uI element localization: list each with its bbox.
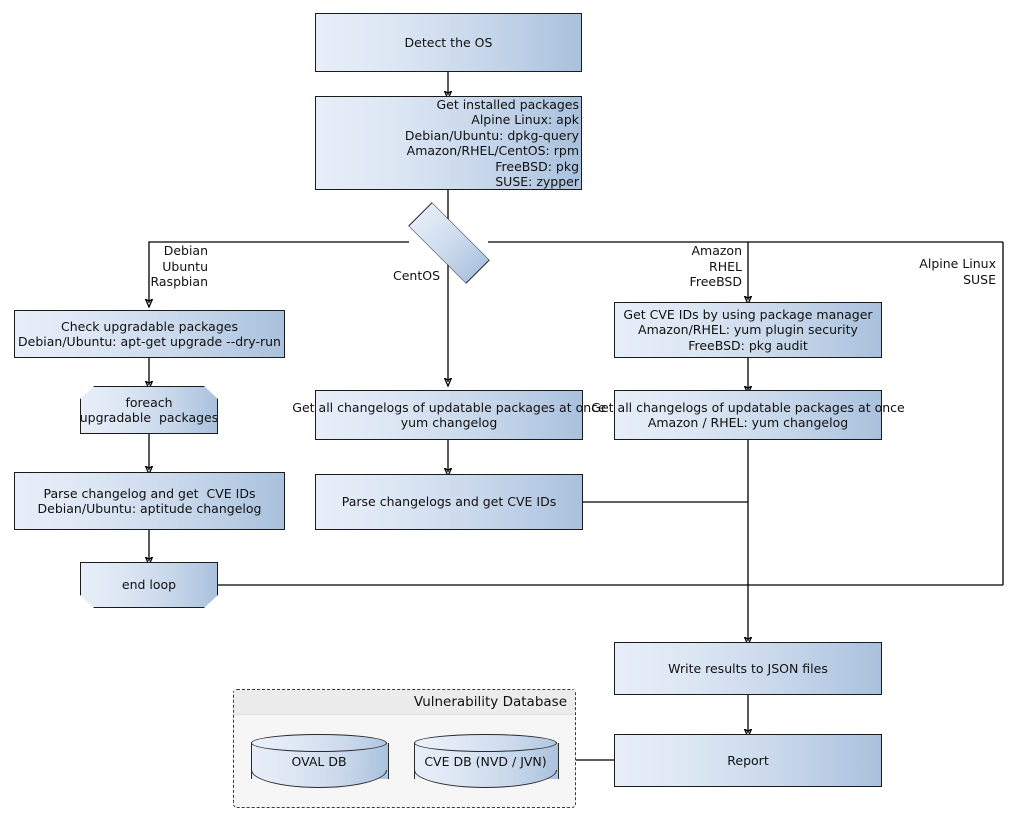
node-foreach-loop[interactable]: foreach upgradable packages bbox=[80, 386, 218, 434]
branch-label-centos: CentOS bbox=[392, 268, 440, 283]
node-parse-changelog-debian[interactable]: Parse changelog and get CVE IDs Debian/U… bbox=[14, 472, 285, 530]
node-changelogs-amazon-label: Get all changelogs of updatable packages… bbox=[591, 399, 905, 431]
node-detect-os[interactable]: Detect the OS bbox=[315, 13, 582, 72]
node-detect-os-label: Detect the OS bbox=[404, 34, 493, 50]
node-report[interactable]: Report bbox=[614, 734, 882, 787]
node-changelogs-centos-label: Get all changelogs of updatable packages… bbox=[292, 399, 606, 431]
branch-label-amazon: Amazon RHEL FreeBSD bbox=[689, 243, 742, 289]
oval-db-top bbox=[251, 734, 387, 752]
node-get-installed-packages[interactable]: Get installed packages Alpine Linux: apk… bbox=[315, 96, 582, 190]
node-parse-changelogs-centos[interactable]: Parse changelogs and get CVE IDs bbox=[315, 474, 583, 530]
database-oval-db[interactable]: OVAL DB bbox=[251, 734, 389, 788]
vulnerability-database-title: Vulnerability Database bbox=[234, 690, 575, 715]
node-changelogs-amazon[interactable]: Get all changelogs of updatable packages… bbox=[591, 390, 905, 440]
node-check-upgradable-label: Check upgradable packages Debian/Ubuntu:… bbox=[18, 318, 281, 350]
node-parse-changelog-debian-label: Parse changelog and get CVE IDs Debian/U… bbox=[37, 485, 262, 517]
node-end-loop[interactable]: end loop bbox=[80, 562, 218, 608]
database-cve-db[interactable]: CVE DB (NVD / JVN) bbox=[414, 734, 559, 788]
node-changelogs-centos[interactable]: Get all changelogs of updatable packages… bbox=[292, 390, 606, 440]
node-report-label: Report bbox=[727, 752, 769, 768]
node-get-installed-packages-label: Get installed packages Alpine Linux: apk… bbox=[404, 96, 579, 190]
cve-db-top bbox=[414, 734, 557, 752]
branch-label-debian: Debian Ubuntu Raspbian bbox=[150, 243, 208, 289]
vulnerability-database-group: Vulnerability Database OVAL DB CVE DB (N… bbox=[233, 689, 576, 808]
node-write-results-label: Write results to JSON files bbox=[668, 660, 828, 676]
node-get-cve-package-manager[interactable]: Get CVE IDs by using package manager Ama… bbox=[614, 302, 882, 358]
node-write-results[interactable]: Write results to JSON files bbox=[614, 642, 882, 695]
cve-db-label: CVE DB (NVD / JVN) bbox=[424, 753, 547, 769]
node-end-loop-label: end loop bbox=[121, 577, 177, 593]
oval-db-label: OVAL DB bbox=[291, 753, 347, 769]
node-foreach-loop-label: foreach upgradable packages bbox=[79, 394, 219, 425]
node-get-cve-package-manager-label: Get CVE IDs by using package manager Ama… bbox=[623, 306, 873, 353]
node-check-upgradable[interactable]: Check upgradable packages Debian/Ubuntu:… bbox=[14, 310, 285, 358]
branch-label-alpine-suse: Alpine Linux SUSE bbox=[919, 256, 996, 287]
node-parse-changelogs-centos-label: Parse changelogs and get CVE IDs bbox=[341, 494, 557, 510]
